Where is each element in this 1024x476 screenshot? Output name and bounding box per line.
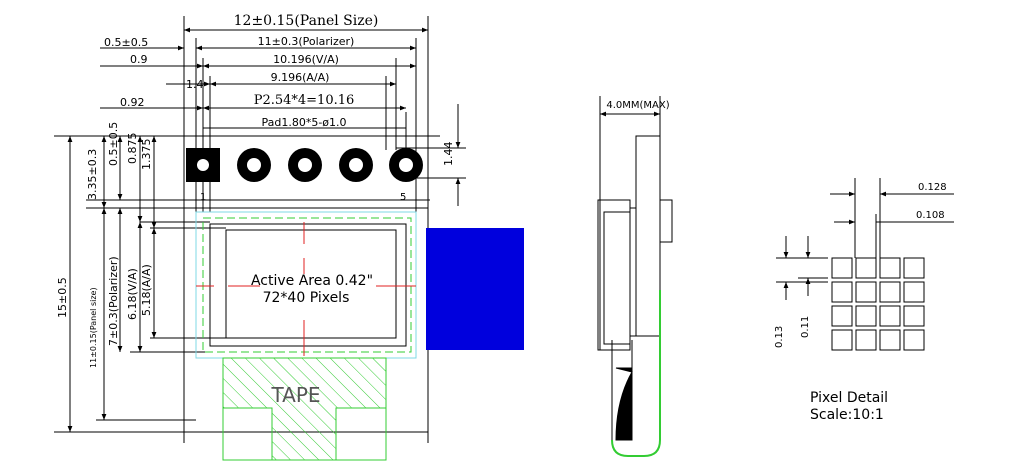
pixel-cell: [903, 281, 925, 303]
label-pitch-offset: 0.92: [120, 96, 145, 109]
label-polarizer-height: 7±0.3(Polarizer): [107, 256, 120, 346]
visible-area-outline: [202, 217, 412, 353]
side-view: [597, 96, 673, 442]
label-pixel-detail-title: Pixel Detail: [810, 390, 888, 406]
tape-region: [222, 357, 387, 461]
label-d2: 0.5±0.5: [107, 122, 120, 166]
fpc-connector: [426, 228, 524, 350]
label-panel-size: 12±0.15(Panel Size): [234, 13, 379, 29]
label-pitch: P2.54*4=10.16: [254, 93, 355, 108]
va-outline: [209, 223, 407, 347]
label-pixel-x: 0.108: [916, 210, 945, 221]
pixel-cell: [855, 305, 877, 327]
pixel-cell: [831, 329, 853, 351]
label-pitch-y: 0.13: [774, 326, 785, 348]
pixel-cell: [879, 305, 901, 327]
pad-1-hole: [197, 159, 209, 171]
side-back-inner: [603, 211, 631, 345]
pixel-grid: [831, 257, 925, 351]
pixel-cell: [903, 305, 925, 327]
label-aa-height: 5.18(A/A): [140, 264, 153, 316]
label-va-width: 10.196(V/A): [273, 53, 339, 66]
label-d3: 0.875: [126, 133, 139, 165]
pixel-detail: [776, 178, 954, 351]
front-view: [54, 16, 466, 443]
label-panel-size-h: 11±0.15(Panel size): [89, 287, 98, 368]
label-pad-offset: 1.4: [186, 78, 204, 91]
label-va-offset: 0.9: [130, 53, 148, 66]
side-ic: [659, 199, 673, 243]
label-pixel-y: 0.11: [800, 316, 811, 338]
pixel-cell: [831, 257, 853, 279]
side-polarizer: [629, 207, 637, 337]
center-marks: [196, 222, 416, 356]
label-pixel-detail-scale: Scale:10:1: [810, 407, 884, 423]
pixel-cell: [831, 305, 853, 327]
pixel-cell: [879, 281, 901, 303]
pixel-cell: [831, 281, 853, 303]
pixel-cell: [903, 329, 925, 351]
side-back: [597, 199, 631, 351]
pixel-cell: [855, 281, 877, 303]
label-d4: 1.375: [140, 139, 153, 171]
label-active-area: Active Area 0.42": [251, 273, 373, 289]
pin-pads: [186, 148, 423, 182]
pixel-cell: [879, 257, 901, 279]
label-pin-first: 1: [200, 192, 206, 203]
label-va-height: 6.18(V/A): [126, 268, 139, 320]
label-panel-height: 15±0.5: [56, 277, 69, 318]
pixel-cell: [903, 257, 925, 279]
pixel-cell: [855, 257, 877, 279]
label-pitch-x: 0.128: [918, 182, 947, 193]
side-fpc-bend: [611, 290, 661, 457]
label-aa-width: 9.196(A/A): [271, 71, 330, 84]
active-area-outline: [225, 229, 397, 339]
label-active-pixels: 72*40 Pixels: [263, 290, 350, 306]
side-glass: [635, 135, 661, 337]
label-pad-size: Pad1.80*5-ø1.0: [261, 116, 346, 129]
label-pad-diameter: 1.44: [442, 142, 455, 167]
label-tape: TAPE: [270, 383, 320, 407]
side-stiffener: [615, 367, 633, 441]
label-max-thickness: 4.0MM(MAX): [606, 100, 669, 111]
label-polarizer-width: 11±0.3(Polarizer): [258, 35, 355, 48]
pixel-cell: [879, 329, 901, 351]
front-view-labels: 12±0.15(Panel Size) 0.5±0.5 11±0.3(Polar…: [56, 13, 455, 407]
label-d1: 3.35±0.3: [86, 149, 99, 200]
pixel-cell: [855, 329, 877, 351]
label-pin-last: 5: [400, 192, 406, 203]
label-margin: 0.5±0.5: [104, 36, 148, 49]
